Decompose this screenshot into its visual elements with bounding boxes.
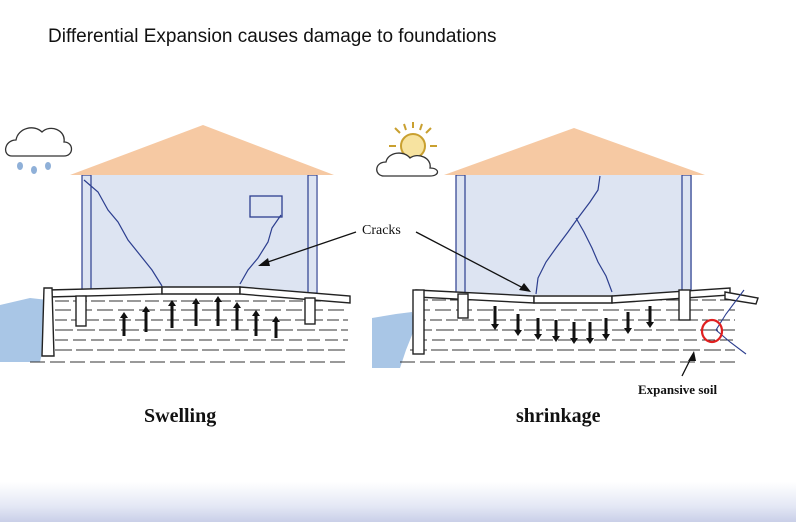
roof-left [70,125,334,175]
expansive-soil-boundary [715,289,747,355]
soil-hatching-left [30,300,348,363]
expansive-soil-label: Expansive soil [638,382,717,397]
foundation-right [412,287,759,355]
swelling-label: Swelling [144,405,216,427]
water-left [0,298,50,362]
shrinkage-house [372,122,759,368]
roof-right [444,128,705,175]
cracks-callout: Cracks [258,223,531,292]
expansive-soil-marker-circle [700,318,724,344]
upward-arrows [120,296,280,338]
wall-left-house [82,175,316,293]
cracks-label: Cracks [362,223,401,238]
shrinkage-label: shrinkage [516,405,601,427]
wall-right-house [456,175,692,295]
foundation-left [41,286,351,357]
window-left [249,195,283,218]
sun-cloud-icon [376,122,439,177]
downward-arrows [491,306,654,344]
crack-right-2 [575,217,613,293]
slide-title: Differential Expansion causes damage to … [48,26,497,47]
rain-cloud-icon [5,127,73,174]
crack-right-1 [535,175,601,295]
crack-left-1 [83,179,163,287]
expansive-soil-callout: Expansive soil [638,351,717,397]
swelling-house [0,125,351,363]
crack-left-2 [239,214,282,285]
slide-footer-band [0,482,796,522]
water-right [372,312,414,368]
